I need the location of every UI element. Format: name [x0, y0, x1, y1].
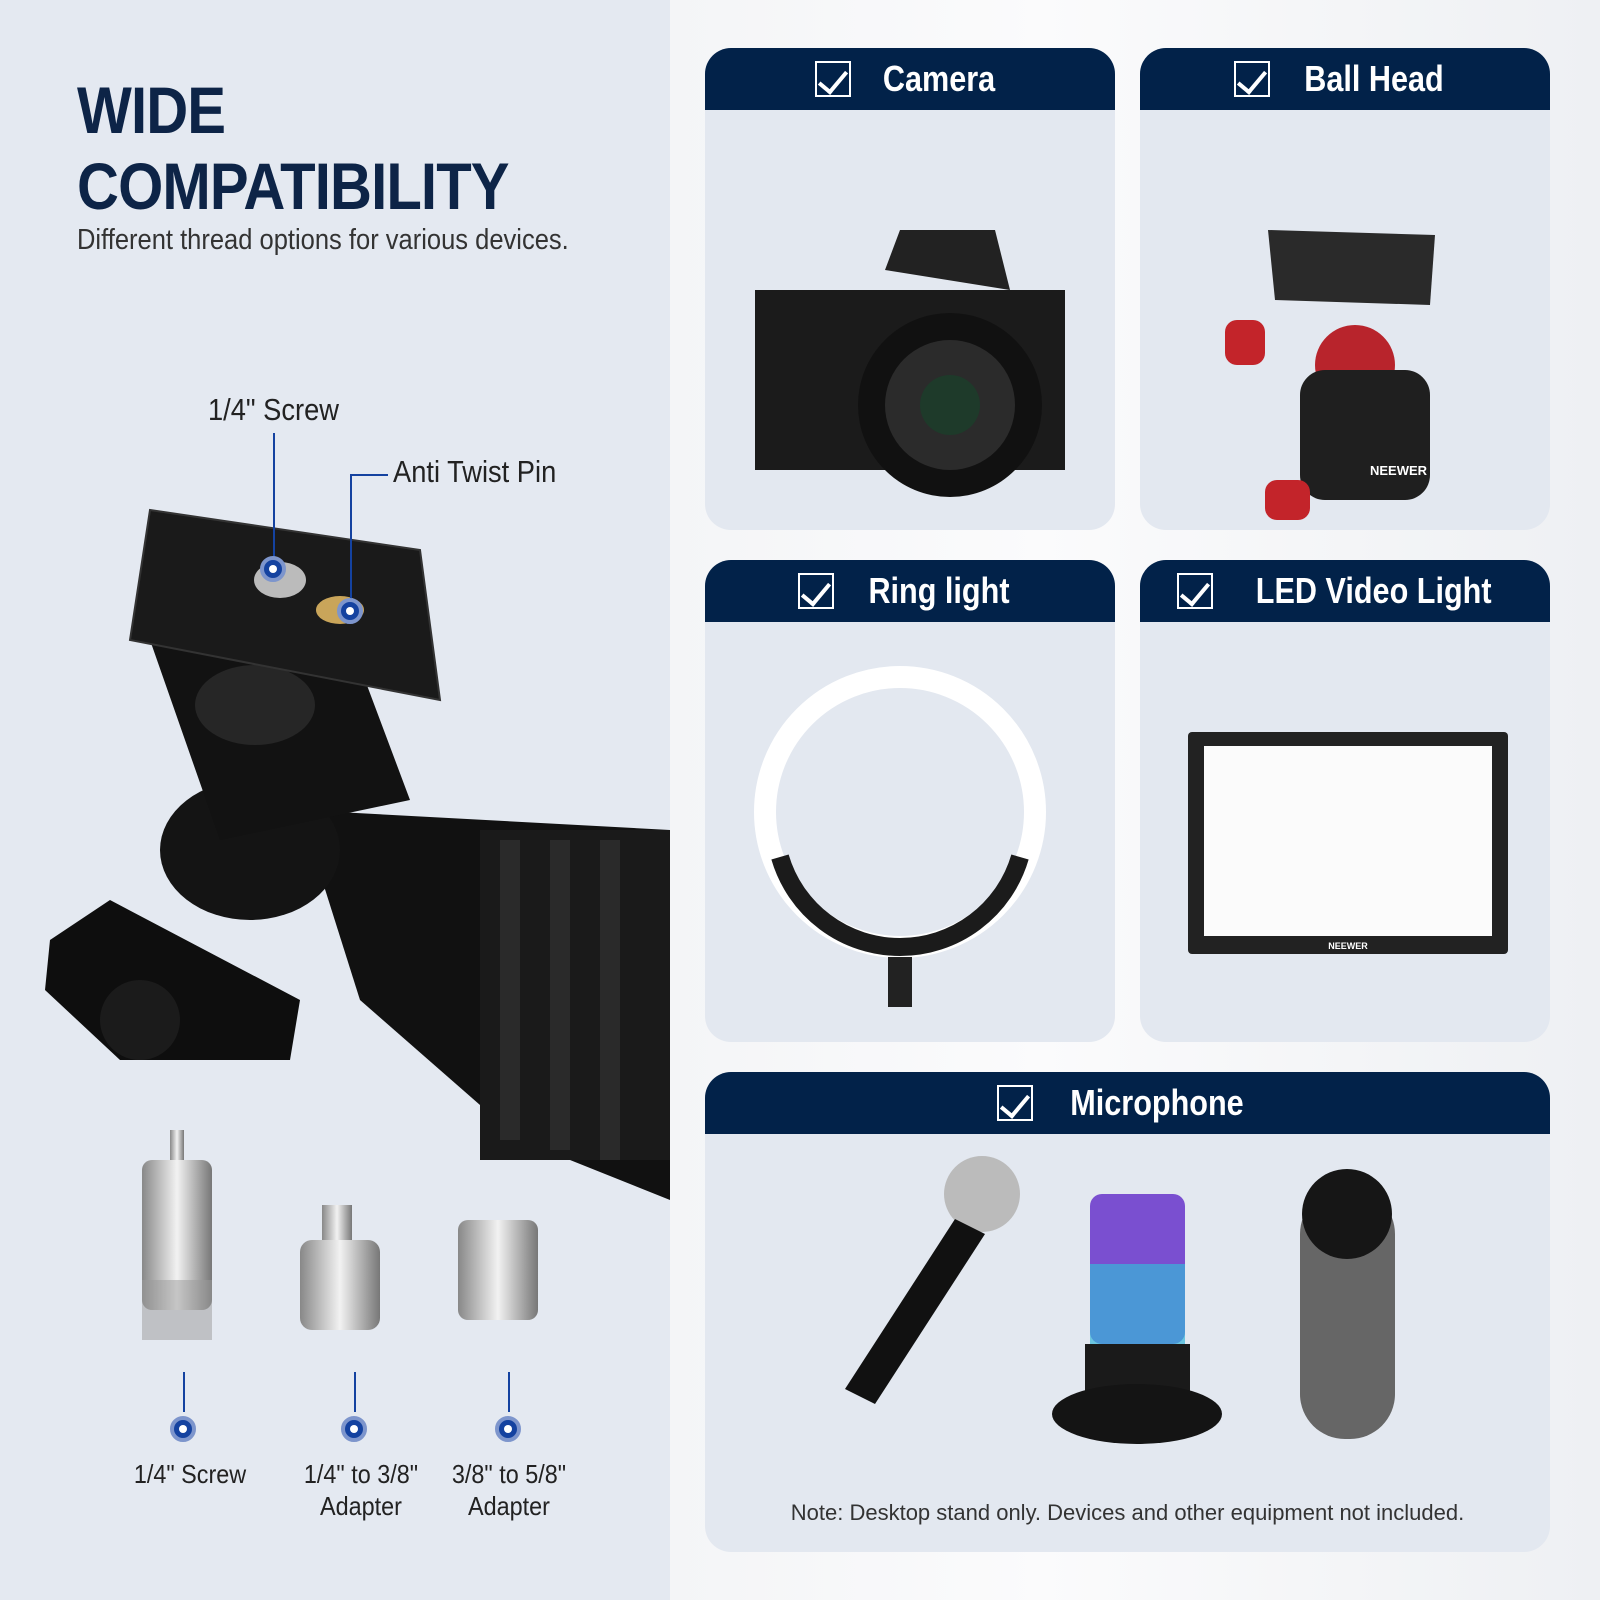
microphones-image	[845, 1156, 1395, 1444]
brand-mark: NEEWER	[1328, 941, 1368, 951]
card-title: Ball Head	[1304, 58, 1444, 99]
callout-line	[350, 475, 352, 605]
check-icon	[1177, 573, 1214, 609]
adapter-marker-dot	[495, 1416, 521, 1442]
card-camera: Camera	[705, 48, 1115, 530]
check-icon	[798, 573, 835, 609]
card-led-video-light: LED Video Light NEEWER	[1140, 560, 1550, 1042]
adapters-image	[142, 1130, 538, 1340]
check-icon	[814, 61, 851, 97]
camera-image	[755, 230, 1065, 497]
pin-marker-dot	[337, 598, 363, 624]
check-icon	[996, 1085, 1033, 1121]
adapter-label: 1/4" Screw	[133, 1459, 247, 1489]
ring-light-image	[754, 666, 1046, 1007]
card-title: Ring light	[868, 570, 1010, 611]
card-title: Microphone	[1069, 1082, 1244, 1123]
screw-callout-label: 1/4" Screw	[208, 392, 339, 427]
card-title: LED Video Light	[1256, 570, 1492, 611]
card-microphone: Microphone	[705, 1072, 1550, 1552]
ball-head-image: NEEWER	[1225, 230, 1435, 520]
stand-mount-image	[45, 508, 670, 1200]
adapter-label: 1/4" to 3/8"Adapter	[303, 1459, 419, 1521]
subtitle: Different thread options for various dev…	[77, 224, 569, 256]
adapter-marker-dot	[341, 1416, 367, 1442]
disclaimer-note: Note: Desktop stand only. Devices and ot…	[790, 1500, 1465, 1525]
check-icon	[1233, 61, 1270, 97]
adapter-marker-dot	[170, 1416, 196, 1442]
adapter-label: 3/8" to 5/8"Adapter	[451, 1459, 567, 1521]
card-ball-head: Ball Head NEEWER	[1140, 48, 1550, 530]
callout-line	[273, 433, 275, 563]
card-ring-light: Ring light	[705, 560, 1115, 1042]
pin-callout-label: Anti Twist Pin	[393, 454, 557, 489]
brand-mark: NEEWER	[1370, 463, 1428, 478]
led-panel-image: NEEWER	[1188, 732, 1508, 954]
screw-marker-dot	[260, 556, 286, 582]
card-title: Camera	[882, 58, 996, 99]
